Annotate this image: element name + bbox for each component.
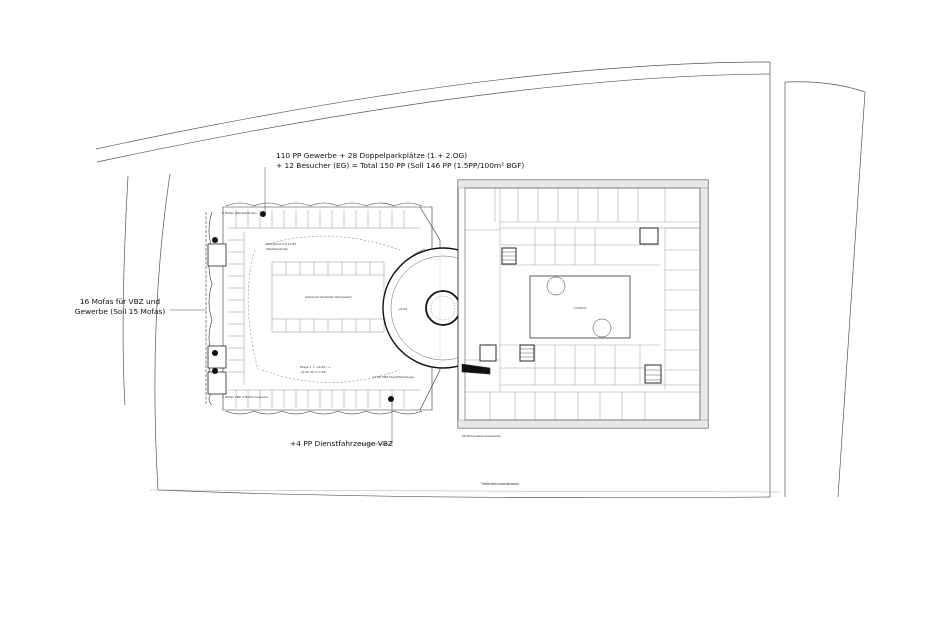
columns [212, 211, 394, 402]
service-vehicles-annotation: +4 PP Dienstfahrzeuge VBZ [290, 439, 393, 448]
office-building [457, 179, 709, 429]
level-sub: +9.00 20 m 3.96 [300, 370, 326, 374]
parking-count-annotation: 110 PP Gewerbe + 28 Doppelparkplätze (1.… [276, 151, 524, 171]
leader-lines [170, 167, 393, 445]
office-bottom-label: PP Parkenebene/Gewerbe [462, 434, 501, 438]
parking-top-sub: (Wartebetrieb) [266, 247, 288, 251]
mofa-annotation: 16 Mofas für VBZ und Gewerbe (Soll 15 Mo… [74, 297, 166, 316]
parking-top-label: Parkstand mit 12 PP [266, 242, 296, 246]
parking-count-line2: + 12 Besucher (EG) = Total 150 PP (Soll … [276, 160, 525, 170]
bottom-row-label: +4 PP VBZ Dienstfahrzeuge [372, 375, 414, 379]
atrium-label: Lichthof [574, 306, 587, 310]
mofa-top-label: 8 Mofas (Wartebetrieb) [222, 211, 257, 215]
parking-structure [205, 202, 441, 415]
parking-count-line1: 110 PP Gewerbe + 28 Doppelparkplätze (1.… [276, 151, 468, 160]
central-ramp-label: Gebäude Vorstellen Rampelauf [305, 295, 352, 299]
street-label: Tiefenbrunnenstrasse [480, 481, 520, 486]
mofa-bottom-label: 4 Mofas VBZ 4 Mofas Gewerbe [222, 395, 268, 399]
ramp-level-label: +6.00 [398, 307, 407, 311]
level-label: Etage 1 = +6.00 / + [300, 365, 331, 369]
site-boundary [95, 61, 866, 499]
